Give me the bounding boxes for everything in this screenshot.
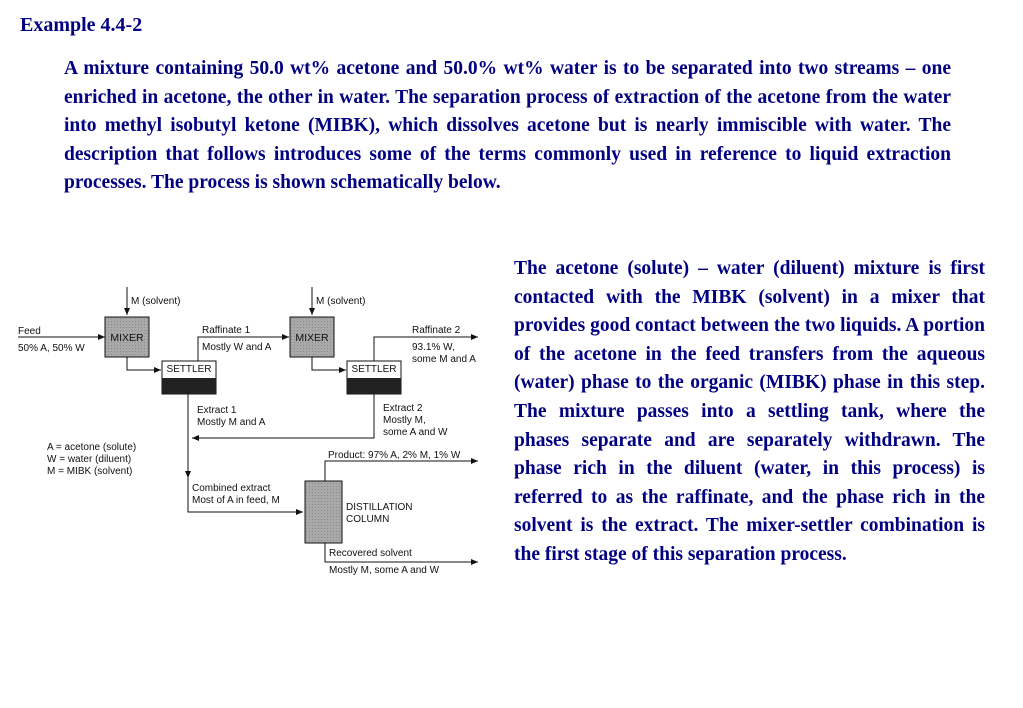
label-raffinate-2-composition-1: 93.1% W, <box>412 342 455 353</box>
label-feed-composition: 50% A, 50% W <box>18 343 85 354</box>
label-extract-1: Extract 1 <box>197 405 237 416</box>
label-raffinate-1-composition: Mostly W and A <box>202 342 272 353</box>
label-settler-1: SETTLER <box>166 364 211 375</box>
label-extract-1-composition: Mostly M and A <box>197 417 266 428</box>
label-raffinate-1: Raffinate 1 <box>202 325 251 336</box>
description-paragraph: The acetone (solute) – water (diluent) m… <box>514 258 985 565</box>
mixer-1-box <box>104 316 150 358</box>
label-mixer-2: MIXER <box>295 332 329 344</box>
settler-2-tank <box>346 360 402 395</box>
label-settler-2: SETTLER <box>351 364 396 375</box>
label-feed: Feed <box>18 326 41 337</box>
label-extract-2-composition-2: some A and W <box>383 427 448 438</box>
example-title: Example 4.4-2 <box>20 14 143 36</box>
label-m-solvent-1: M (solvent) <box>131 296 180 307</box>
mixer-2-box <box>289 316 335 358</box>
label-combined-extract-composition: Most of A in feed, M <box>192 495 280 506</box>
label-column: COLUMN <box>346 514 389 525</box>
label-product: Product: 97% A, 2% M, 1% W <box>328 450 461 461</box>
label-mixer-1: MIXER <box>110 332 144 344</box>
settler-1-tank <box>161 360 217 395</box>
legend-water: W = water (diluent) <box>47 454 131 465</box>
label-recovered-solvent-composition: Mostly M, some A and W <box>329 565 440 576</box>
label-raffinate-2: Raffinate 2 <box>412 325 461 336</box>
label-raffinate-2-composition-2: some M and A <box>412 354 476 365</box>
label-m-solvent-2: M (solvent) <box>316 296 365 307</box>
label-extract-2-composition-1: Mostly M, <box>383 415 426 426</box>
label-combined-extract: Combined extract <box>192 483 271 494</box>
label-distillation: DISTILLATION <box>346 502 413 513</box>
legend-mibk: M = MIBK (solvent) <box>47 466 132 477</box>
intro-paragraph: A mixture containing 50.0 wt% acetone an… <box>64 58 951 194</box>
label-recovered-solvent: Recovered solvent <box>329 548 412 559</box>
distillation-column-box <box>304 480 343 544</box>
legend-acetone: A = acetone (solute) <box>47 442 136 453</box>
label-extract-2: Extract 2 <box>383 403 423 414</box>
